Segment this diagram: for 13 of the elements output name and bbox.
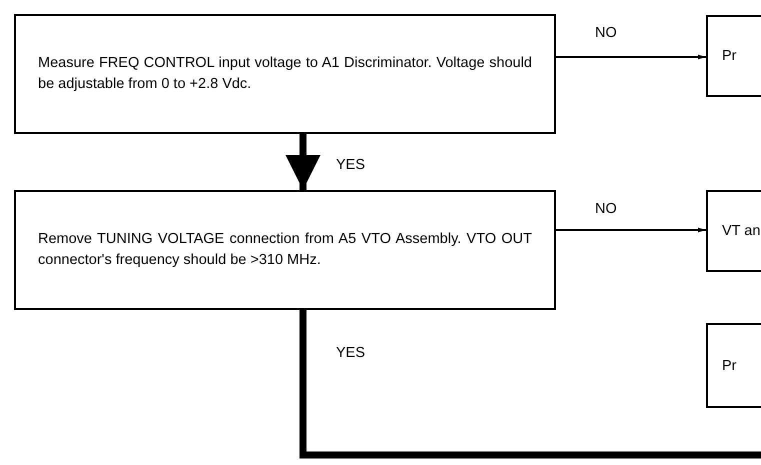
- arrow: [556, 54, 706, 60]
- box-text: Pr: [722, 47, 736, 65]
- box-text: Remove TUNING VOLTAGE connection from A5 VTO Assembly. VTO OUT connector's frequency should be >310 MHz.: [38, 230, 532, 270]
- process-box: [706, 15, 761, 97]
- process-box: [14, 190, 556, 310]
- process-box: [706, 190, 761, 272]
- arrow: [556, 228, 706, 232]
- thick-arrow: [286, 134, 320, 190]
- box-text: Pr: [722, 356, 736, 374]
- box-text: Measure FREQ CONTROL input voltage to A1 Discriminator. Voltage should be adjustable from 0 to +2.8 Vdc.: [38, 54, 532, 94]
- process-box: [706, 323, 761, 408]
- process-box: [14, 14, 556, 134]
- box-text: VT an: [722, 222, 760, 240]
